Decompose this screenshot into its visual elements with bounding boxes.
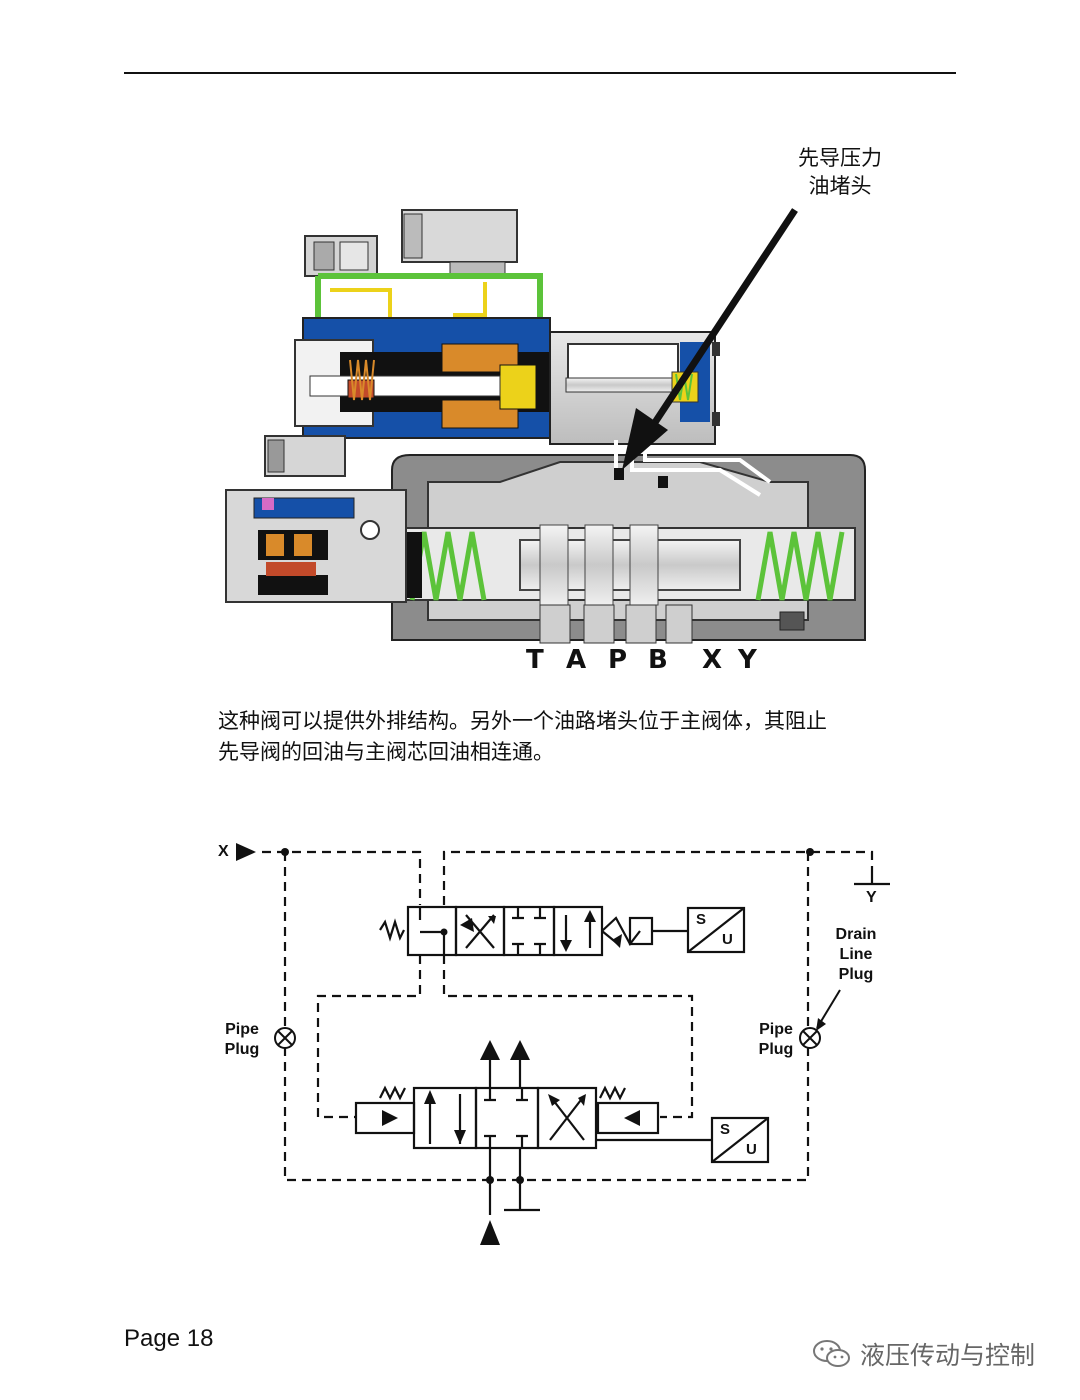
paragraph-line1: 这种阀可以提供外排结构。另外一个油路堵头位于主阀体，其阻止 <box>218 709 827 733</box>
junction-dot <box>281 848 289 856</box>
side-connector <box>264 435 346 477</box>
pipe-plug-left-symbol <box>274 1027 296 1049</box>
callout-line2: 油堵头 <box>808 174 872 198</box>
left-spring <box>409 531 487 601</box>
port-p-arrow <box>480 1220 500 1245</box>
port-label-t: T <box>526 645 544 675</box>
callout-label: 先导压力 油堵头 <box>770 144 910 200</box>
pilot-valve-symbol <box>379 905 746 957</box>
paragraph-line2: 先导阀的回油与主阀芯回油相连通。 <box>218 740 554 764</box>
left-pilot-module <box>225 489 407 603</box>
x-port-arrow <box>236 843 256 861</box>
page-number: Page 18 <box>124 1325 214 1352</box>
pipe-plug-right-symbol <box>799 1027 821 1049</box>
callout-arrow <box>622 208 798 470</box>
pipe-plug-left-label: Pipe Plug <box>224 1021 260 1058</box>
description-paragraph: 这种阀可以提供外排结构。另外一个油路堵头位于主阀体，其阻止 先导阀的回油与主阀芯… <box>218 706 958 768</box>
watermark: 液压传动与控制 <box>812 1336 1035 1372</box>
pilot-solenoid-s: S <box>696 911 707 928</box>
main-valve-body <box>391 440 866 644</box>
port-label-a: A <box>566 645 587 675</box>
watermark-text: 液压传动与控制 <box>860 1341 1036 1370</box>
electrical-connector-small <box>304 235 378 277</box>
top-rule <box>124 72 956 74</box>
port-a-arrow <box>480 1040 500 1060</box>
green-wire-frame <box>315 273 543 318</box>
port-label-x: X <box>702 645 723 675</box>
port-label-y: Y <box>738 645 757 675</box>
port-label-b: B <box>648 645 668 675</box>
x-port-label: X <box>218 843 229 860</box>
electrical-connector-large <box>401 209 518 279</box>
callout-line1: 先导压力 <box>798 146 882 170</box>
pipe-plug-right-label: Pipe Plug <box>758 1021 794 1058</box>
drain-line-plug-label: Drain Line Plug <box>835 926 877 983</box>
port-label-p: P <box>608 645 628 675</box>
port-b-arrow <box>510 1040 530 1060</box>
y-tank-symbol <box>854 870 890 886</box>
valve-cross-section <box>225 208 866 644</box>
wechat-icon <box>813 1340 850 1367</box>
main-solenoid-u: U <box>746 1141 757 1158</box>
pilot-solenoid-housing <box>294 317 551 439</box>
drain-plug-leader <box>816 989 841 1029</box>
pilot-solenoid-u: U <box>722 931 733 948</box>
y-port-label: Y <box>866 889 877 906</box>
main-solenoid-s: S <box>720 1121 731 1138</box>
junction-dot <box>806 848 814 856</box>
right-spring <box>755 531 845 601</box>
main-valve-symbol <box>354 1060 770 1215</box>
